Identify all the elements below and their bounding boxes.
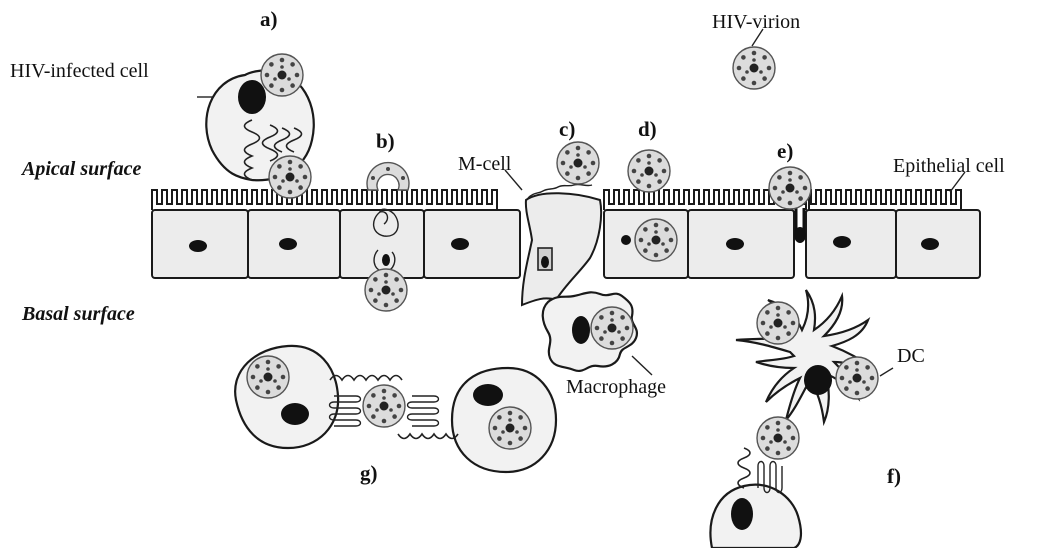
nucleus: [281, 403, 309, 425]
label-hiv-infected-cell: HIV-infected cell: [10, 60, 149, 82]
m-cell-nucleus: [541, 256, 549, 268]
label-g: g): [360, 461, 378, 485]
receptor-loops: [408, 396, 439, 426]
nucleus: [451, 238, 469, 250]
label-d: d): [638, 117, 657, 141]
m-cell: [522, 193, 601, 305]
virion: [261, 54, 303, 96]
virion-e: [769, 167, 811, 209]
hiv-infected-cell-a: [206, 54, 313, 198]
nucleus: [238, 80, 266, 114]
label-epithelial-cell: Epithelial cell: [893, 155, 1005, 177]
epithelial-cell-7: [806, 210, 896, 278]
cell-to-cell-transfer-g: [235, 346, 556, 472]
virion: [836, 357, 878, 399]
nucleus: [731, 498, 753, 530]
virion-c: [557, 142, 599, 184]
virion: [757, 302, 799, 344]
label-apical-surface: Apical surface: [20, 158, 142, 180]
label-dc: DC: [897, 345, 925, 367]
epithelial-layer: [152, 184, 980, 305]
label-hiv-virion: HIV-virion: [712, 11, 800, 33]
free-hiv-virion: [733, 47, 775, 89]
left-cell: [235, 346, 338, 448]
nucleus: [572, 316, 590, 344]
label-a: a): [260, 7, 278, 31]
dc-leader: [880, 368, 893, 376]
virion-d: [628, 150, 670, 192]
nucleus: [473, 384, 503, 406]
label-c: c): [559, 117, 575, 141]
virion: [269, 156, 311, 198]
label-m-cell: M-cell: [458, 153, 512, 175]
microvilli: [152, 190, 497, 210]
receptor-coil: [330, 376, 402, 381]
epithelial-cell-4: [424, 210, 520, 278]
nucleus: [921, 238, 939, 250]
dendritic-cell-f: [736, 290, 878, 459]
target-t-cell: [710, 448, 800, 548]
junction-blob: [794, 227, 806, 243]
label-macrophage: Macrophage: [566, 376, 666, 398]
virion: [591, 307, 633, 349]
label-b: b): [376, 129, 395, 153]
label-e: e): [777, 139, 793, 163]
label-f: f): [887, 464, 901, 488]
nucleus: [804, 365, 832, 395]
nucleus: [279, 238, 297, 250]
virion-d-inside: [635, 219, 677, 261]
nucleus: [833, 236, 851, 248]
virion: [757, 417, 799, 459]
virion: [365, 269, 407, 311]
macrophage-leader: [632, 356, 652, 375]
nucleus: [382, 254, 390, 266]
label-basal-surface: Basal surface: [21, 303, 135, 325]
receptor-coil: [738, 448, 750, 488]
virion-synapse: [363, 385, 405, 427]
nucleus: [621, 235, 631, 245]
nucleus: [726, 238, 744, 250]
virion: [247, 356, 289, 398]
receptor-coil: [398, 434, 458, 439]
epithelial-cell-3: [340, 210, 424, 278]
macrophage: [543, 292, 652, 375]
virion: [489, 407, 531, 449]
nucleus: [189, 240, 207, 252]
